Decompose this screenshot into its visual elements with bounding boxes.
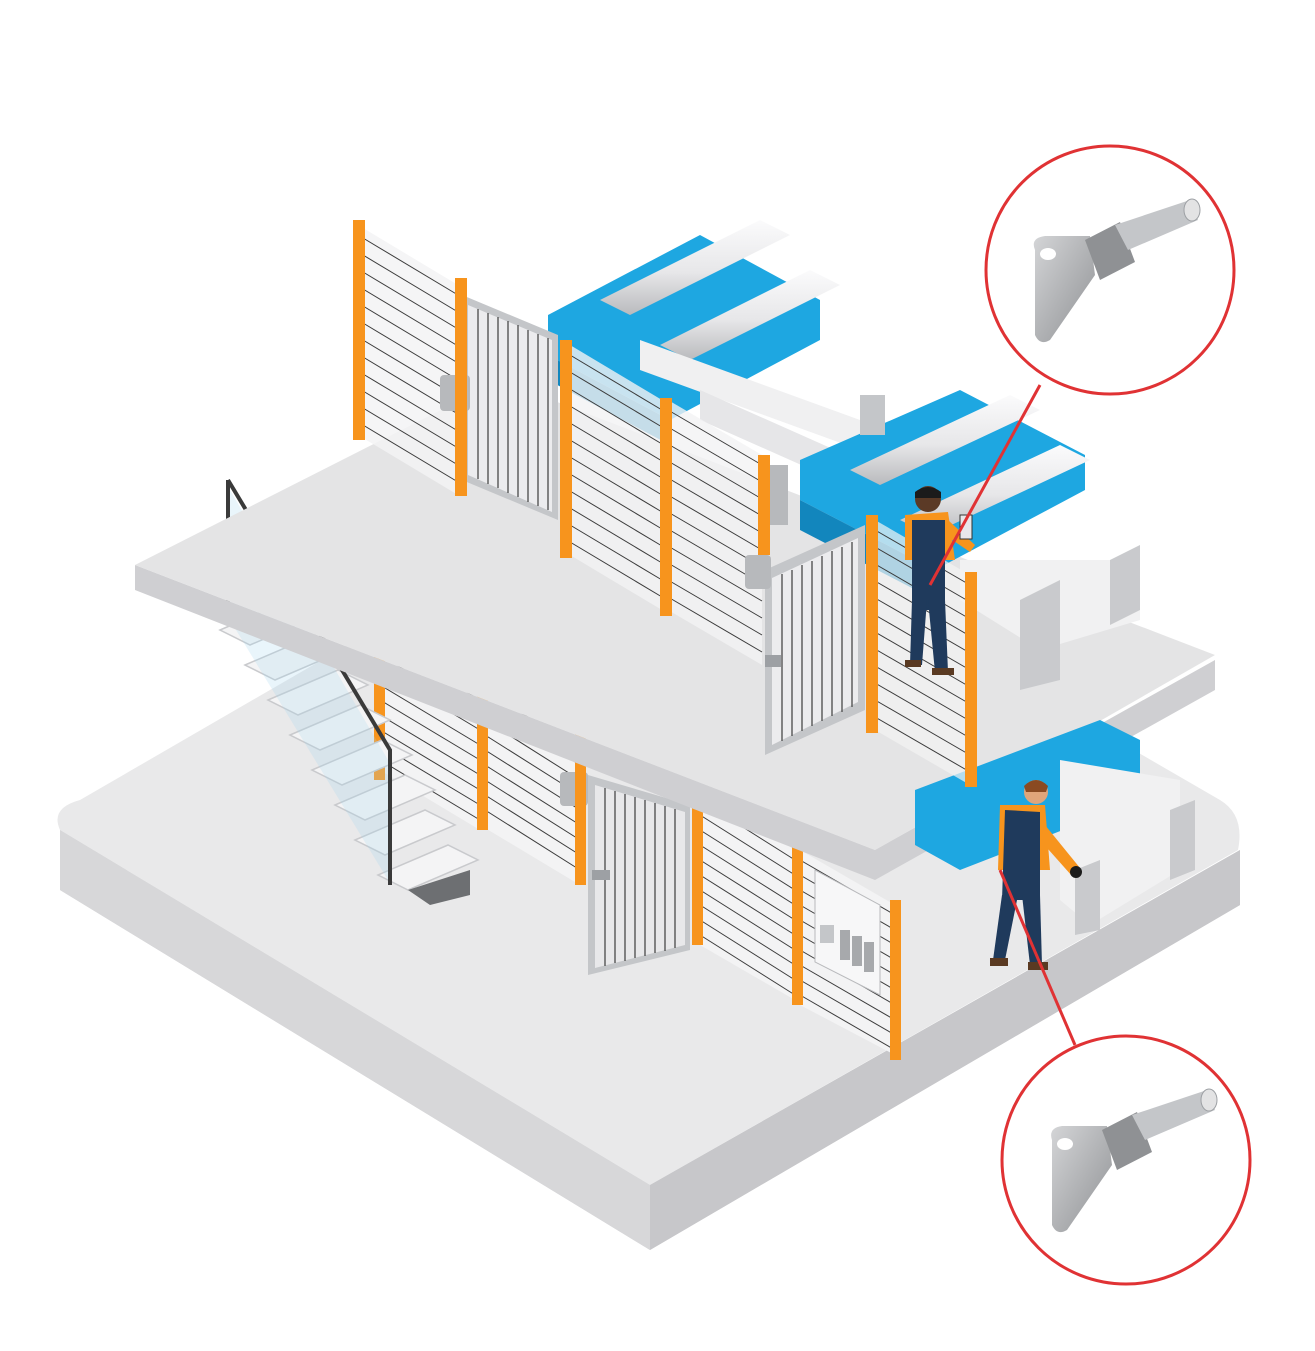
lower-mesh-panel-3 (699, 790, 796, 1000)
upper-mesh-panel-2 (569, 345, 663, 610)
upper-gate (440, 295, 558, 520)
upper-gate-2-lock (745, 555, 771, 589)
upper-mesh-panel-1 (357, 225, 459, 495)
upper-mesh-panel-3 (667, 400, 763, 665)
lower-gate (560, 772, 690, 975)
lower-orange-posts (374, 600, 901, 1060)
upper-orange-posts (353, 220, 977, 787)
key-exchange-box (814, 869, 881, 996)
worker-lower (990, 780, 1082, 970)
upper-gate-2 (745, 525, 865, 755)
upper-fence (353, 220, 977, 787)
lower-mesh-panel-4 (799, 850, 896, 1055)
front-rollers (850, 395, 1140, 690)
safety-key-icon (1051, 1088, 1218, 1233)
callout-top (928, 144, 1236, 586)
callout-bottom (998, 869, 1252, 1286)
safety-key-icon (1033, 198, 1201, 343)
worker-upper (905, 486, 975, 675)
